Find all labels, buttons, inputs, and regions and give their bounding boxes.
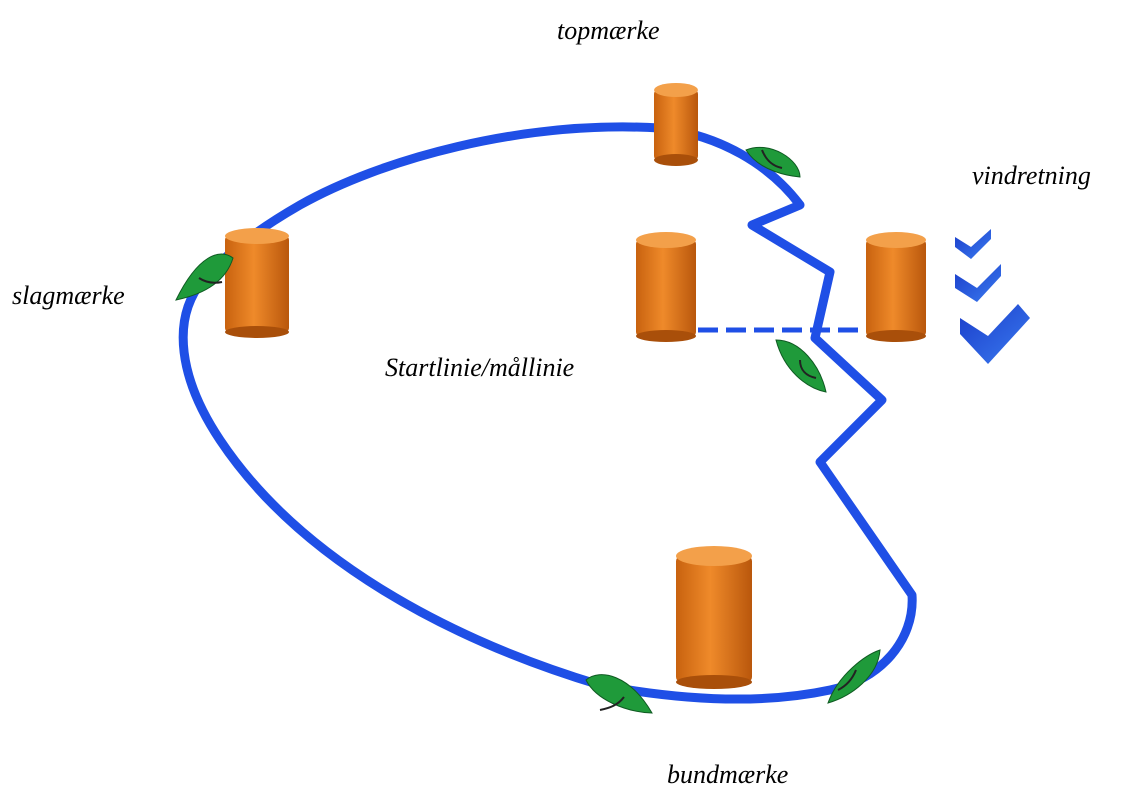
bottom-mark-label: bundmærke [667,760,789,787]
buoy-start-left [636,232,696,342]
route-line [178,122,917,704]
top-mark-label: topmærke [557,16,660,45]
buoy-bottom-mark [676,546,752,689]
wind-direction-label: vindretning [972,161,1091,190]
buoy-top-mark [654,83,698,166]
boat-start [775,339,827,393]
wind-arrow-2 [955,264,1001,302]
boat-bottom-right [827,649,881,704]
wind-arrows [955,229,1030,364]
start-finish-label: Startlinie/mållinie [385,353,575,382]
buoy-start-right [866,232,926,342]
boat-top [745,146,801,178]
course-route [178,122,917,704]
buoy-wing-mark [225,228,289,338]
wind-arrow-1 [955,229,991,259]
wind-arrow-3 [960,304,1030,364]
boat-wing [175,253,234,301]
boat-bottom-left [585,674,653,714]
wing-mark-label: slagmærke [12,281,125,310]
